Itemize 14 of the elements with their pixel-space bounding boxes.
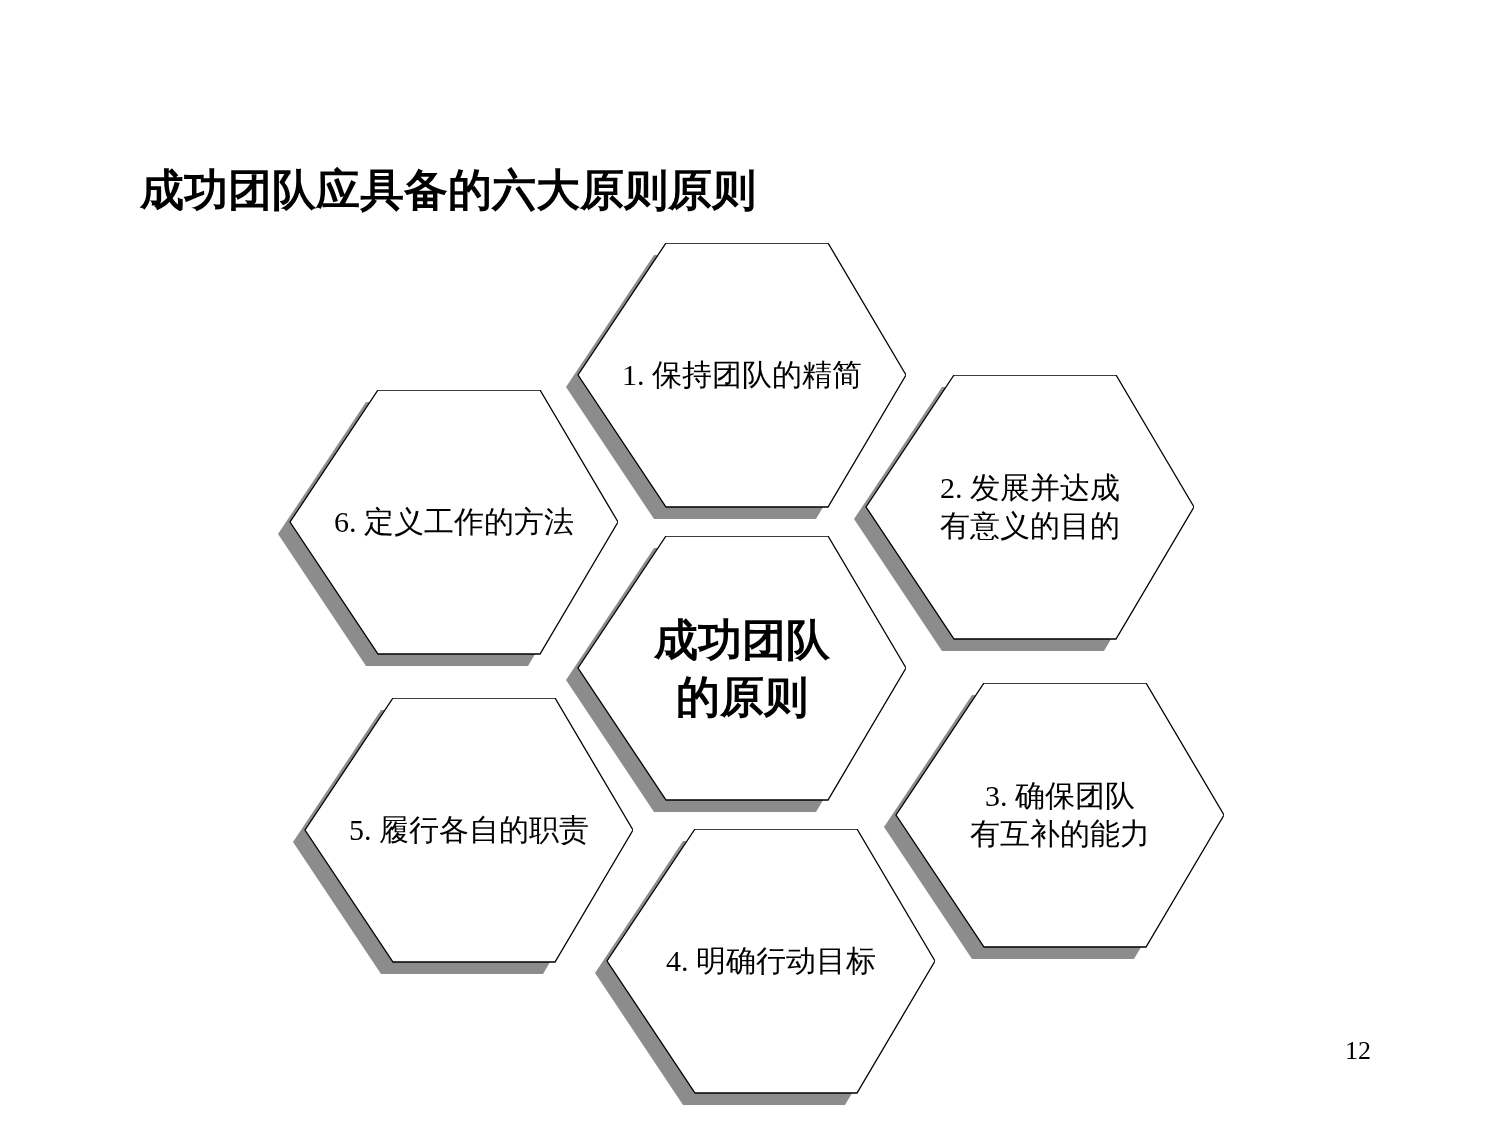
- hexagon-tile: [293, 698, 633, 974]
- title: 成功团队应具备的六大原则原则: [140, 163, 756, 217]
- node-label: 3. 确保团队有互补的能力: [970, 778, 1150, 852]
- node-label: 1. 保持团队的精简: [622, 357, 862, 393]
- node-label: 6. 定义工作的方法: [334, 504, 574, 540]
- hexagon-tile: [278, 390, 618, 666]
- hexagon-tile: [566, 536, 906, 812]
- node-label: 4. 明确行动目标: [666, 943, 876, 979]
- center-label: 成功团队的原则: [654, 613, 830, 724]
- page-number: 12: [1345, 1036, 1371, 1066]
- node-label: 5. 履行各自的职责: [349, 812, 589, 848]
- hexagon-tile: [595, 829, 935, 1105]
- hexagon-tile: [884, 683, 1224, 959]
- node-label: 2. 发展并达成有意义的目的: [940, 470, 1120, 544]
